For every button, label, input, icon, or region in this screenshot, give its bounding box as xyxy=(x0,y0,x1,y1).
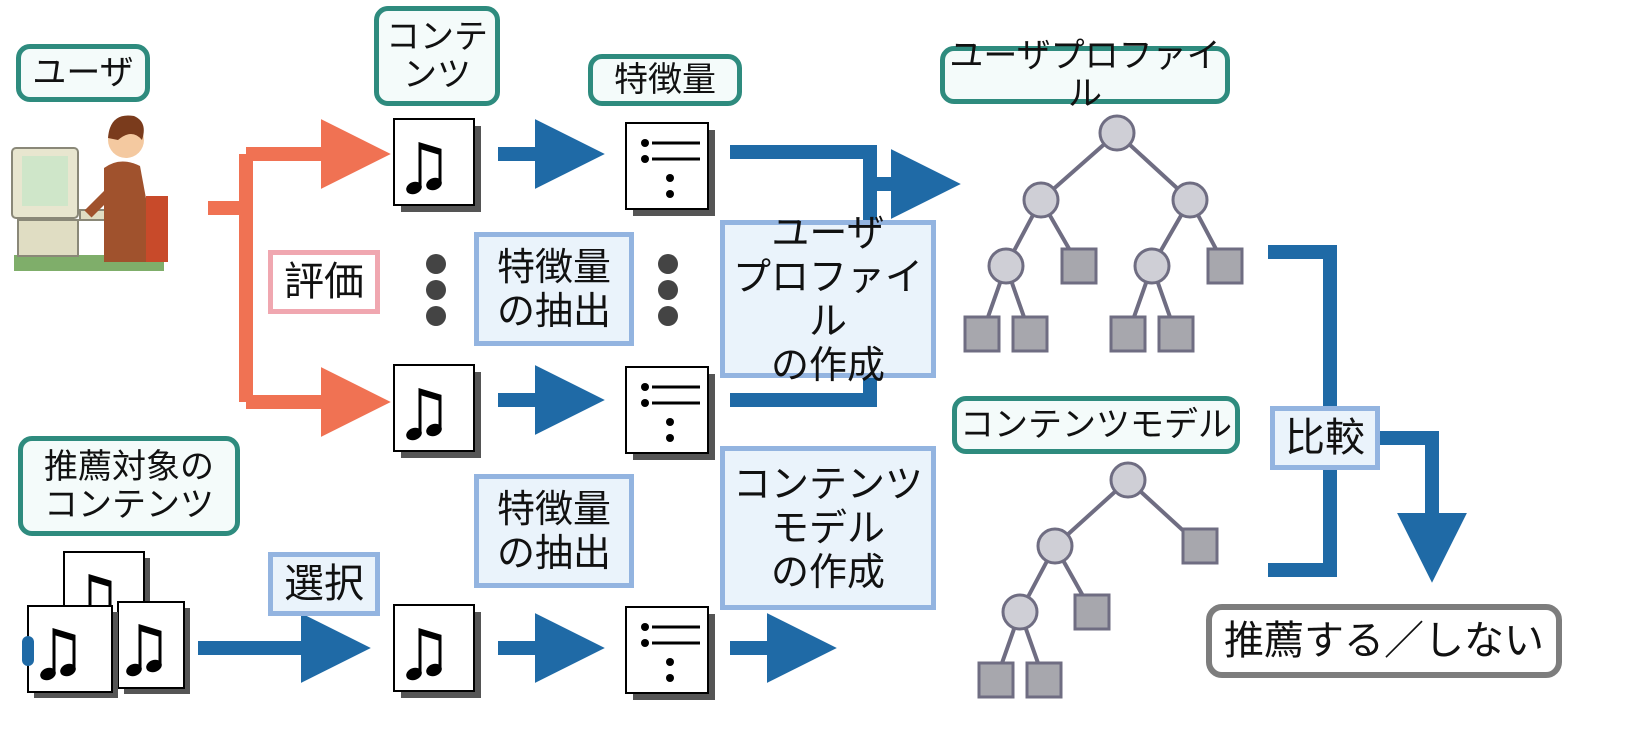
feature-list-icon xyxy=(625,366,715,460)
connector-stub xyxy=(22,636,34,666)
feature-extraction-label-2: 特徴量 の抽出 xyxy=(474,474,634,588)
content-model-label: コンテンツモデル xyxy=(952,396,1240,454)
user-profile-label: ユーザプロファイル xyxy=(940,37,1230,113)
select-label: 選択 xyxy=(268,552,380,616)
recommend-target-label: 推薦対象の コンテンツ xyxy=(18,436,240,536)
compare-label: 比較 xyxy=(1270,406,1380,470)
content-label: コンテ ンツ xyxy=(374,6,500,106)
user-label: ユーザ xyxy=(16,44,150,102)
content-model-tree xyxy=(977,461,1219,699)
music-note-icon xyxy=(393,364,481,458)
user-at-computer-icon xyxy=(11,115,168,271)
recommend-result-label: 推薦する／しない xyxy=(1206,604,1562,678)
evaluation-label: 評価 xyxy=(268,250,380,314)
music-note-icon xyxy=(117,601,190,694)
music-note-icon xyxy=(27,605,118,698)
feature-list-icon xyxy=(625,122,715,216)
feature-label: 特徴量 xyxy=(588,54,742,106)
music-note-icon xyxy=(393,604,481,698)
vertical-ellipsis-icon xyxy=(426,254,446,326)
flow-arrows xyxy=(198,119,1467,683)
evaluation-arrows xyxy=(208,119,391,437)
create-content-model-label: コンテンツ モデル の作成 xyxy=(720,446,936,610)
vertical-ellipsis-icon xyxy=(658,254,678,326)
create-profile-label: ユーザ プロファイル の作成 xyxy=(720,211,936,387)
feature-extraction-label: 特徴量 の抽出 xyxy=(474,232,634,346)
user-profile-tree xyxy=(963,114,1244,353)
feature-list-icon xyxy=(625,606,715,700)
music-note-icon xyxy=(393,118,481,212)
